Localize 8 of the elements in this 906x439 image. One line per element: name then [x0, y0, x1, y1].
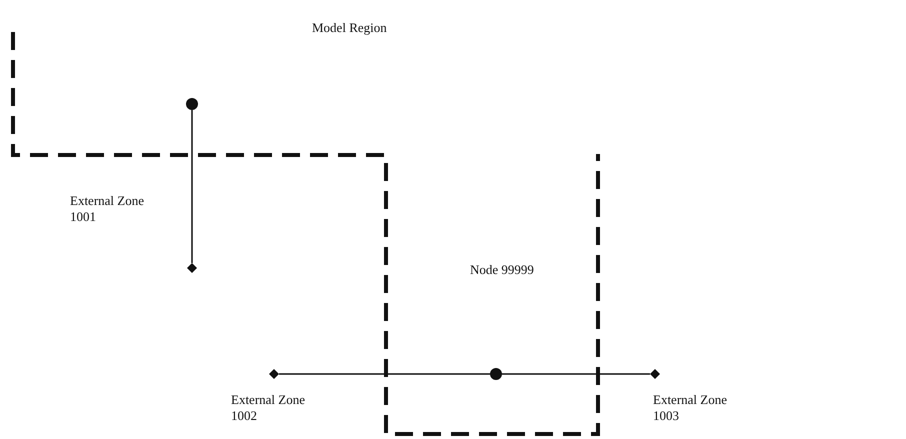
region-label: Node 99999	[470, 262, 534, 278]
link-line	[191, 110, 193, 263]
region-label: Model Region	[312, 20, 387, 36]
region-label: External Zone 1003	[653, 392, 728, 424]
link-line	[502, 373, 650, 375]
region-label: External Zone 1001	[70, 193, 145, 225]
link-line	[279, 373, 490, 375]
region-label: External Zone 1002	[231, 392, 306, 424]
